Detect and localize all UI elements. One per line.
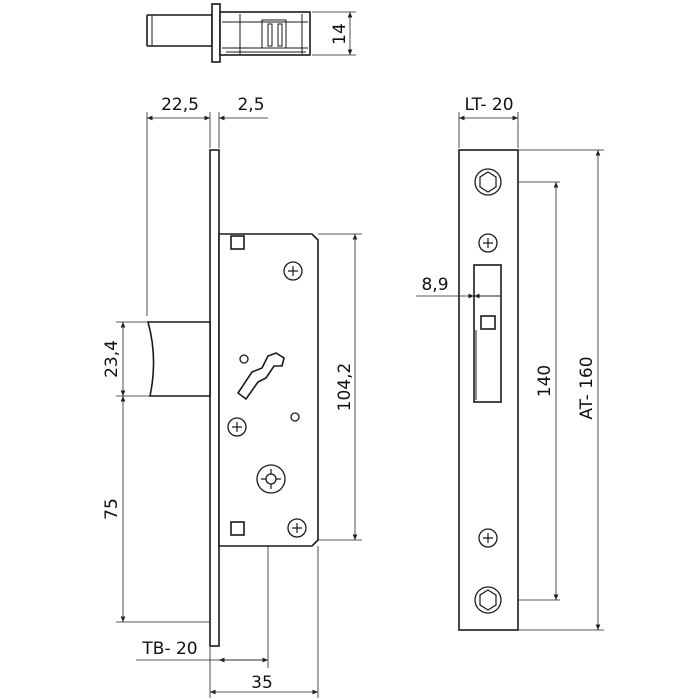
cam-lever	[236, 352, 285, 401]
side-faceplate	[209, 149, 220, 647]
torx-screw-top-icon	[474, 168, 502, 196]
dim-case-depth: 35	[251, 673, 273, 693]
dim-case-height: 104,2	[335, 363, 355, 412]
cylinder-hole-icon	[256, 464, 286, 494]
dim-at-label: AT- 160	[577, 356, 597, 419]
case-hole	[290, 412, 300, 422]
dim-bolt-height: 23,4	[102, 340, 122, 378]
dim-lt-label: LT- 20	[464, 95, 513, 115]
front-screw-bottom-icon	[478, 528, 498, 548]
bolt-slot	[473, 264, 502, 403]
dim-backset-width: 22,5	[161, 95, 199, 115]
dim-tb-label: TB- 20	[141, 639, 197, 659]
latch-bolt	[146, 321, 211, 397]
case-top-square	[230, 235, 245, 250]
top-view-bolt	[146, 14, 213, 47]
dim-slot-width: 8,9	[421, 275, 448, 295]
dim-faceplate-thickness: 2,5	[237, 95, 264, 115]
case-bottom-square	[230, 521, 245, 536]
dim-top-view-height: 14	[330, 23, 350, 45]
torx-screw-bottom-icon	[474, 586, 502, 614]
case-hole	[239, 354, 249, 364]
top-view-case	[219, 11, 311, 56]
case-screw-top-icon	[283, 261, 303, 281]
slot-detail	[480, 315, 496, 330]
case-screw-mid-icon	[227, 417, 247, 437]
side-view: 22,5 2,5 23,4 75 104,2 TB- 20 35	[102, 95, 362, 698]
front-screw-top-icon	[478, 233, 498, 253]
front-view: LT- 20 8,9 140 AT- 160	[416, 95, 604, 631]
case-screw-bottom-icon	[287, 518, 307, 538]
top-view-faceplate	[211, 3, 221, 63]
lock-case	[218, 233, 319, 547]
dim-bolt-offset: 75	[102, 498, 122, 520]
dim-screw-spacing: 140	[535, 365, 555, 397]
top-view: 14	[146, 3, 356, 63]
